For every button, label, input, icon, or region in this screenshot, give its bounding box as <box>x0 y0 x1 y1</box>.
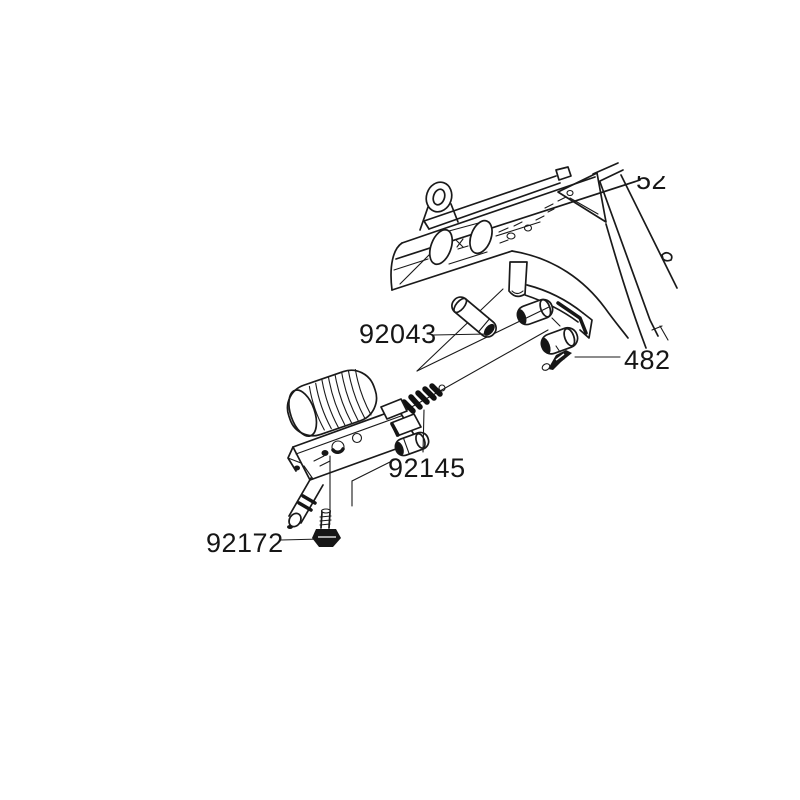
frame-dashed-details <box>498 189 574 244</box>
footrest-rubber-pad <box>286 369 378 437</box>
bracket-lower-boss <box>540 326 579 355</box>
footrest-assembly <box>286 369 430 529</box>
leader-92172 <box>280 538 322 541</box>
detent-plunger-part <box>287 465 324 529</box>
spring-part <box>401 383 446 414</box>
label-partial-52: 52 <box>636 165 667 195</box>
label-482: 482 <box>624 345 671 375</box>
circlip-part <box>541 350 572 371</box>
frame-cross-tubes <box>428 219 493 266</box>
bracket-upper-boss <box>516 298 554 326</box>
pivot-pin-part <box>451 296 497 338</box>
frame-scribble <box>661 251 673 262</box>
labels: 92043 482 92145 92172 52 <box>206 165 671 558</box>
bolt-part <box>312 508 341 547</box>
label-92172: 92172 <box>206 528 284 558</box>
leader-92043 <box>432 333 489 336</box>
label-92043: 92043 <box>359 319 437 349</box>
label-92145: 92145 <box>388 453 466 483</box>
leader-92145 <box>422 409 425 453</box>
footrest-base-plate <box>287 398 430 481</box>
frame-assembly <box>390 162 678 349</box>
frame-eyelet <box>419 181 459 231</box>
